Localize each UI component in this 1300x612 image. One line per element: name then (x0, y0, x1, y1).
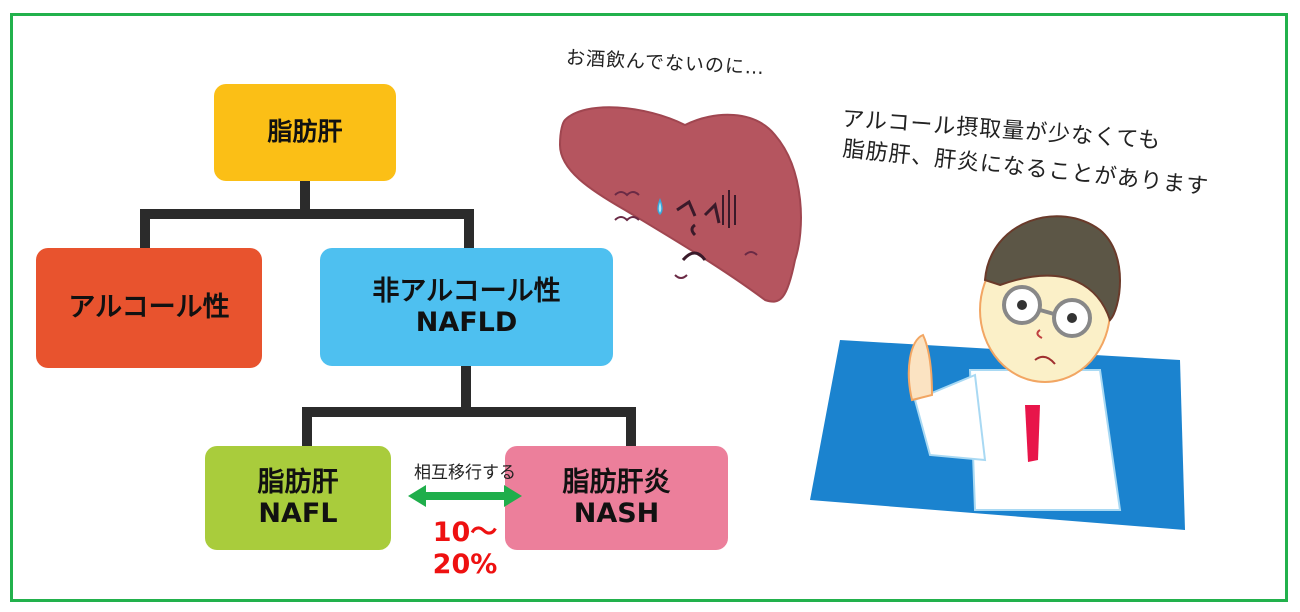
connector-nafl-down (302, 407, 312, 447)
sad-liver-icon (558, 106, 802, 303)
connector-tier1-horizontal (140, 209, 474, 219)
connector-nafld-bottom (461, 365, 471, 410)
diagram-frame (10, 13, 1288, 602)
nafld-box: 非アルコール性 NAFLD (320, 248, 613, 366)
mutual-transition-label: 相互移行する (414, 463, 516, 483)
transition-percentage: 10〜20% (432, 517, 498, 580)
nash-label-jp: 脂肪肝炎 (562, 466, 671, 498)
nafl-box: 脂肪肝 NAFL (205, 446, 391, 550)
nafld-label-en: NAFLD (415, 307, 518, 338)
nafl-label-en: NAFL (258, 498, 338, 529)
connector-nafld-down (464, 209, 474, 249)
nafl-label-jp: 脂肪肝 (257, 466, 339, 498)
doctor-icon (810, 215, 1185, 530)
alcoholic-label: アルコール性 (68, 292, 230, 324)
connector-nash-down (626, 407, 636, 447)
double-arrow-icon (408, 485, 522, 507)
connector-alcohol-down (140, 209, 150, 249)
nash-label-en: NASH (573, 498, 660, 529)
connector-root-down (300, 180, 310, 212)
nash-box: 脂肪肝炎 NASH (505, 446, 728, 550)
alcoholic-box: アルコール性 (36, 248, 262, 368)
fatty-liver-root-label: 脂肪肝 (267, 117, 343, 147)
nafld-label-jp: 非アルコール性 (372, 275, 561, 307)
connector-tier2-horizontal (302, 407, 636, 417)
fatty-liver-root-box: 脂肪肝 (214, 84, 396, 181)
